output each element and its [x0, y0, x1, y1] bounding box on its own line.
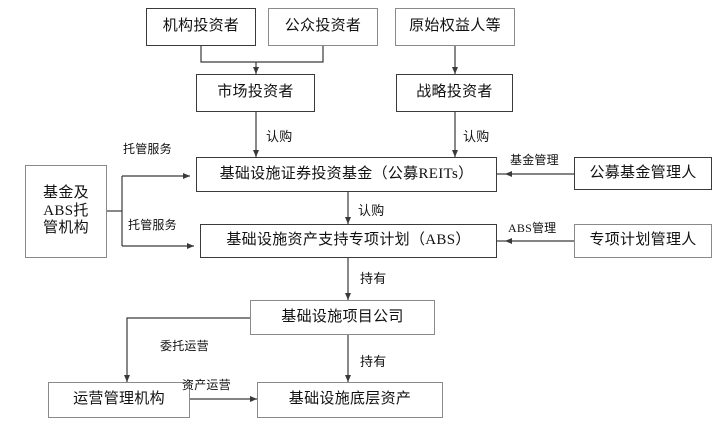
- edge-label-custody-service-abs: 托管服务: [128, 218, 177, 232]
- edge-label-entrusted-operation: 委托运营: [160, 339, 209, 353]
- node-label-line-2: ABS托: [43, 202, 89, 219]
- node-label: 基础设施资产支持专项计划（ABS）: [226, 232, 471, 249]
- edge-label-abs-management: ABS管理: [508, 221, 557, 235]
- node-market-investors[interactable]: 市场投资者: [196, 74, 315, 112]
- edge-label-asset-operation: 资产运营: [182, 378, 231, 392]
- node-abs-plan[interactable]: 基础设施资产支持专项计划（ABS）: [200, 224, 497, 258]
- node-public-investors[interactable]: 公众投资者: [268, 8, 378, 46]
- node-project-company[interactable]: 基础设施项目公司: [250, 300, 435, 335]
- node-label: 战略投资者: [416, 84, 493, 101]
- node-label: 市场投资者: [217, 84, 294, 101]
- edge-label-fund-management: 基金管理: [510, 153, 559, 167]
- edge-label-hold-project-company: 持有: [360, 271, 387, 286]
- node-label: 专项计划管理人: [589, 232, 697, 249]
- node-strategic-investors[interactable]: 战略投资者: [396, 74, 513, 112]
- edge-label-subscribe-reits: 认购: [266, 129, 293, 144]
- node-label: 运营管理机构: [73, 391, 165, 408]
- node-public-reits[interactable]: 基础设施证券投资基金（公募REITs）: [196, 157, 497, 192]
- node-operation-manager[interactable]: 运营管理机构: [48, 382, 190, 418]
- node-label: 基础设施证券投资基金（公募REITs）: [219, 165, 474, 182]
- node-label: 机构投资者: [162, 18, 240, 35]
- node-label: 原始权益人等: [409, 18, 501, 35]
- edge-label-custody-service-fund: 托管服务: [123, 142, 172, 156]
- node-label-line-3: 管机构: [43, 220, 89, 237]
- edge-label-subscribe-reits-strategic: 认购: [463, 129, 490, 144]
- node-public-fund-manager[interactable]: 公募基金管理人: [574, 157, 712, 190]
- node-label-line-1: 基金及: [43, 184, 89, 201]
- node-label: 基础设施项目公司: [281, 308, 404, 325]
- node-institutional-investors[interactable]: 机构投资者: [146, 8, 256, 46]
- node-label: 公众投资者: [284, 18, 362, 35]
- edge-investors-bracket: [200, 46, 324, 63]
- node-original-owners[interactable]: 原始权益人等: [395, 8, 515, 46]
- edge-label-hold-assets: 持有: [360, 354, 387, 369]
- edge-label-subscribe-abs: 认购: [358, 203, 385, 218]
- node-underlying-assets[interactable]: 基础设施底层资产: [257, 382, 443, 418]
- node-label: 基础设施底层资产: [288, 391, 412, 408]
- node-fund-abs-custodian[interactable]: 基金及 ABS托 管机构: [25, 165, 107, 258]
- node-abs-plan-manager[interactable]: 专项计划管理人: [574, 224, 712, 258]
- node-label: 公募基金管理人: [589, 164, 697, 181]
